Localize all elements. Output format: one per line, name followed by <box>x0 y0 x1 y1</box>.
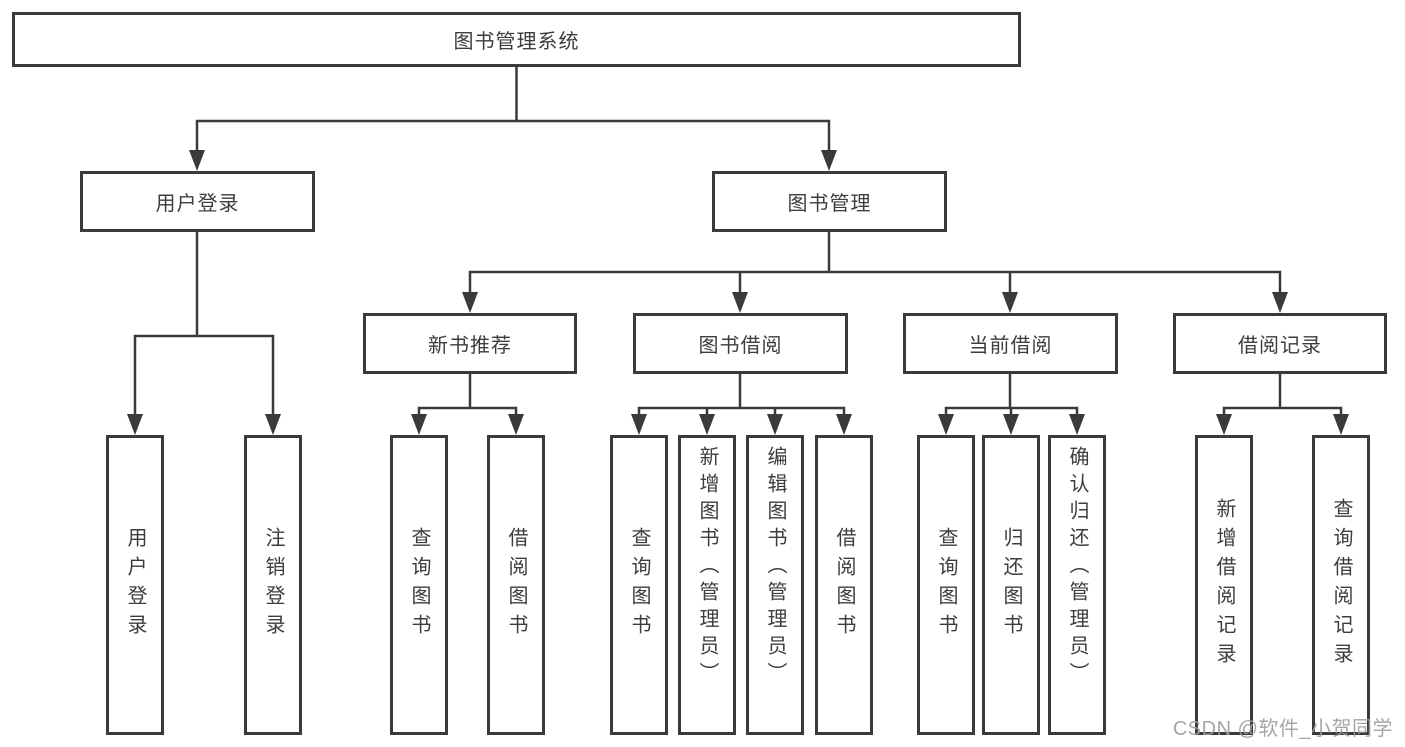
arrowhead-icon <box>127 414 143 435</box>
arrowhead-icon <box>1333 414 1349 435</box>
arrowhead-icon <box>836 414 852 435</box>
arrowhead-icon <box>1069 414 1085 435</box>
arrowhead-icon <box>1003 414 1019 435</box>
csdn-watermark: CSDN @软件_小贺同学 <box>1172 718 1393 740</box>
node-label: 新书推荐 <box>428 335 512 357</box>
arrowhead-icon <box>189 150 205 171</box>
node-label: 查询图书 <box>935 527 957 643</box>
leaf-query-books-current: 查询图书 <box>917 435 975 735</box>
leaf-query-books-borrow: 查询图书 <box>610 435 668 735</box>
leaf-return-books: 归还图书 <box>982 435 1040 735</box>
arrowhead-icon <box>1216 414 1232 435</box>
arrowhead-icon <box>699 414 715 435</box>
node-label: 确认归还（管理员） <box>1066 446 1088 689</box>
node-book-management: 图书管理 <box>712 171 947 232</box>
edge-current-borrow-to-leaves <box>944 374 1079 417</box>
arrowhead-icon <box>631 414 647 435</box>
node-label: 新增图书（管理员） <box>696 446 718 689</box>
node-label: 用户登录 <box>155 193 240 215</box>
node-label: 当前借阅 <box>968 335 1053 357</box>
node-label: 用户登录 <box>124 527 146 643</box>
node-label: 编辑图书（管理员） <box>764 446 786 689</box>
node-label: 图书管理 <box>787 193 872 215</box>
node-label: 图书管理系统 <box>453 31 580 53</box>
edge-borrow-records-to-leaves <box>1222 374 1343 417</box>
node-root-library-system: 图书管理系统 <box>12 12 1021 67</box>
node-current-borrow: 当前借阅 <box>903 313 1118 374</box>
arrowhead-icon <box>767 414 783 435</box>
arrowhead-icon <box>411 414 427 435</box>
edge-new-book-recommend-to-leaves <box>417 374 518 417</box>
edge-user-login-to-leaves <box>133 232 275 416</box>
edge-book-borrow-to-leaves <box>637 374 846 417</box>
edge-line <box>195 119 831 153</box>
leaf-add-borrow-record: 新增借阅记录 <box>1195 435 1253 735</box>
arrowhead-icon <box>821 150 837 171</box>
node-label: 归还图书 <box>1000 527 1022 643</box>
edge-line <box>468 270 1282 294</box>
edge-line <box>637 406 846 417</box>
arrowhead-icon <box>462 292 478 313</box>
leaf-user-login: 用户登录 <box>106 435 164 735</box>
edge-line <box>417 406 518 417</box>
node-book-borrow: 图书借阅 <box>633 313 848 374</box>
leaf-borrow-books: 借阅图书 <box>815 435 873 735</box>
edge-book-management-to-level3 <box>468 232 1282 294</box>
arrowhead-icon <box>732 292 748 313</box>
node-label: 查询图书 <box>628 527 650 643</box>
arrowhead-icon <box>938 414 954 435</box>
edge-line <box>1222 406 1343 417</box>
arrowheads <box>127 150 1349 435</box>
leaf-logout: 注销登录 <box>244 435 302 735</box>
node-label: 查询图书 <box>408 527 430 643</box>
node-label: 图书借阅 <box>698 335 783 357</box>
leaf-edit-book-admin: 编辑图书（管理员） <box>746 435 804 735</box>
node-label: 新增借阅记录 <box>1213 498 1235 672</box>
node-user-login: 用户登录 <box>80 171 315 232</box>
node-label: 查询借阅记录 <box>1330 498 1352 672</box>
arrowhead-icon <box>265 414 281 435</box>
arrowhead-icon <box>508 414 524 435</box>
node-new-book-recommend: 新书推荐 <box>363 313 577 374</box>
edge-line <box>133 334 275 416</box>
node-label: 借阅记录 <box>1238 335 1322 357</box>
node-label: 借阅图书 <box>505 527 527 643</box>
arrowhead-icon <box>1002 292 1018 313</box>
leaf-add-book-admin: 新增图书（管理员） <box>678 435 736 735</box>
node-label: 借阅图书 <box>833 527 855 643</box>
node-borrow-records: 借阅记录 <box>1173 313 1387 374</box>
node-label: 注销登录 <box>262 527 284 643</box>
arrowhead-icon <box>1272 292 1288 313</box>
leaf-borrow-books-recommend: 借阅图书 <box>487 435 545 735</box>
leaf-query-borrow-record: 查询借阅记录 <box>1312 435 1370 735</box>
edge-root-to-level2 <box>195 67 831 153</box>
leaf-confirm-return-admin: 确认归还（管理员） <box>1048 435 1106 735</box>
leaf-query-books-recommend: 查询图书 <box>390 435 448 735</box>
